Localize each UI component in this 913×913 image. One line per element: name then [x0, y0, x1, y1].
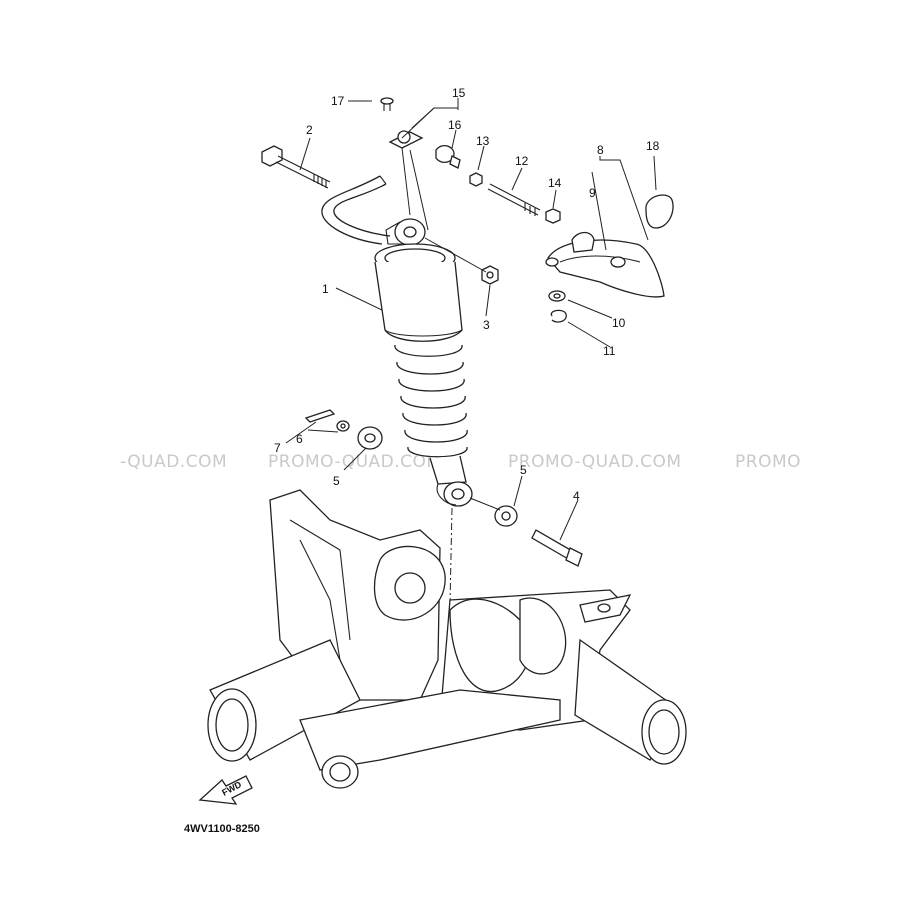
bushing-part-5-left — [357, 426, 383, 450]
callout-12: 12 — [515, 154, 529, 168]
assembly-line — [469, 497, 501, 511]
nut-part-13 — [469, 172, 483, 187]
watermark-text: PROMO-QUAD.COM — [508, 452, 682, 472]
callout-labels: 1 2 3 4 5 5 6 7 8 9 10 11 12 13 14 15 16… — [274, 86, 660, 503]
nut-part-3 — [424, 237, 499, 285]
breather-hose — [321, 175, 391, 245]
watermark-text: PROMO-QUAD.COM — [268, 452, 442, 472]
pin-part-4 — [531, 529, 583, 567]
forward-direction-arrow: FWD — [198, 775, 253, 805]
clip-part-11 — [550, 309, 567, 323]
callout-3: 3 — [483, 318, 490, 332]
washer-part-10 — [548, 290, 566, 302]
watermark-group: -QUAD.COM PROMO-QUAD.COM PROMO-QUAD.COM … — [120, 452, 801, 472]
part-code: 4WV1100-8250 — [184, 823, 260, 835]
watermark-text: -QUAD.COM — [120, 452, 227, 472]
screw-part-17 — [380, 97, 394, 111]
callout-14: 14 — [548, 176, 562, 190]
leader-lines — [285, 98, 657, 541]
bracket-part-15 — [388, 130, 461, 231]
callout-16: 16 — [448, 118, 462, 132]
cotter-pin-part-7 — [304, 409, 336, 423]
callout-2: 2 — [306, 123, 313, 137]
callout-7: 7 — [274, 441, 281, 455]
callout-10: 10 — [612, 316, 626, 330]
bushing-part-5-right — [494, 505, 518, 527]
callout-5-right: 5 — [520, 463, 527, 477]
bolt-part-2 — [261, 145, 331, 189]
callout-9: 9 — [589, 186, 596, 200]
bolt-part-12 — [487, 183, 541, 216]
swingarm-housing — [207, 489, 687, 789]
cap-part-18 — [645, 194, 674, 229]
callout-4: 4 — [573, 489, 580, 503]
washer-part-6 — [336, 420, 350, 432]
callout-1: 1 — [322, 282, 329, 296]
callout-8: 8 — [597, 143, 604, 157]
nut-part-14 — [545, 208, 561, 224]
bracket-part-8 — [545, 231, 665, 298]
shock-absorber-part-1 — [374, 218, 473, 507]
watermark-text: PROMO — [735, 452, 801, 472]
callout-17: 17 — [331, 94, 345, 108]
callout-5-left: 5 — [333, 474, 340, 488]
callout-6: 6 — [296, 432, 303, 446]
callout-18: 18 — [646, 139, 660, 153]
callout-15: 15 — [452, 86, 466, 100]
callout-13: 13 — [476, 134, 490, 148]
callout-11: 11 — [603, 344, 616, 358]
